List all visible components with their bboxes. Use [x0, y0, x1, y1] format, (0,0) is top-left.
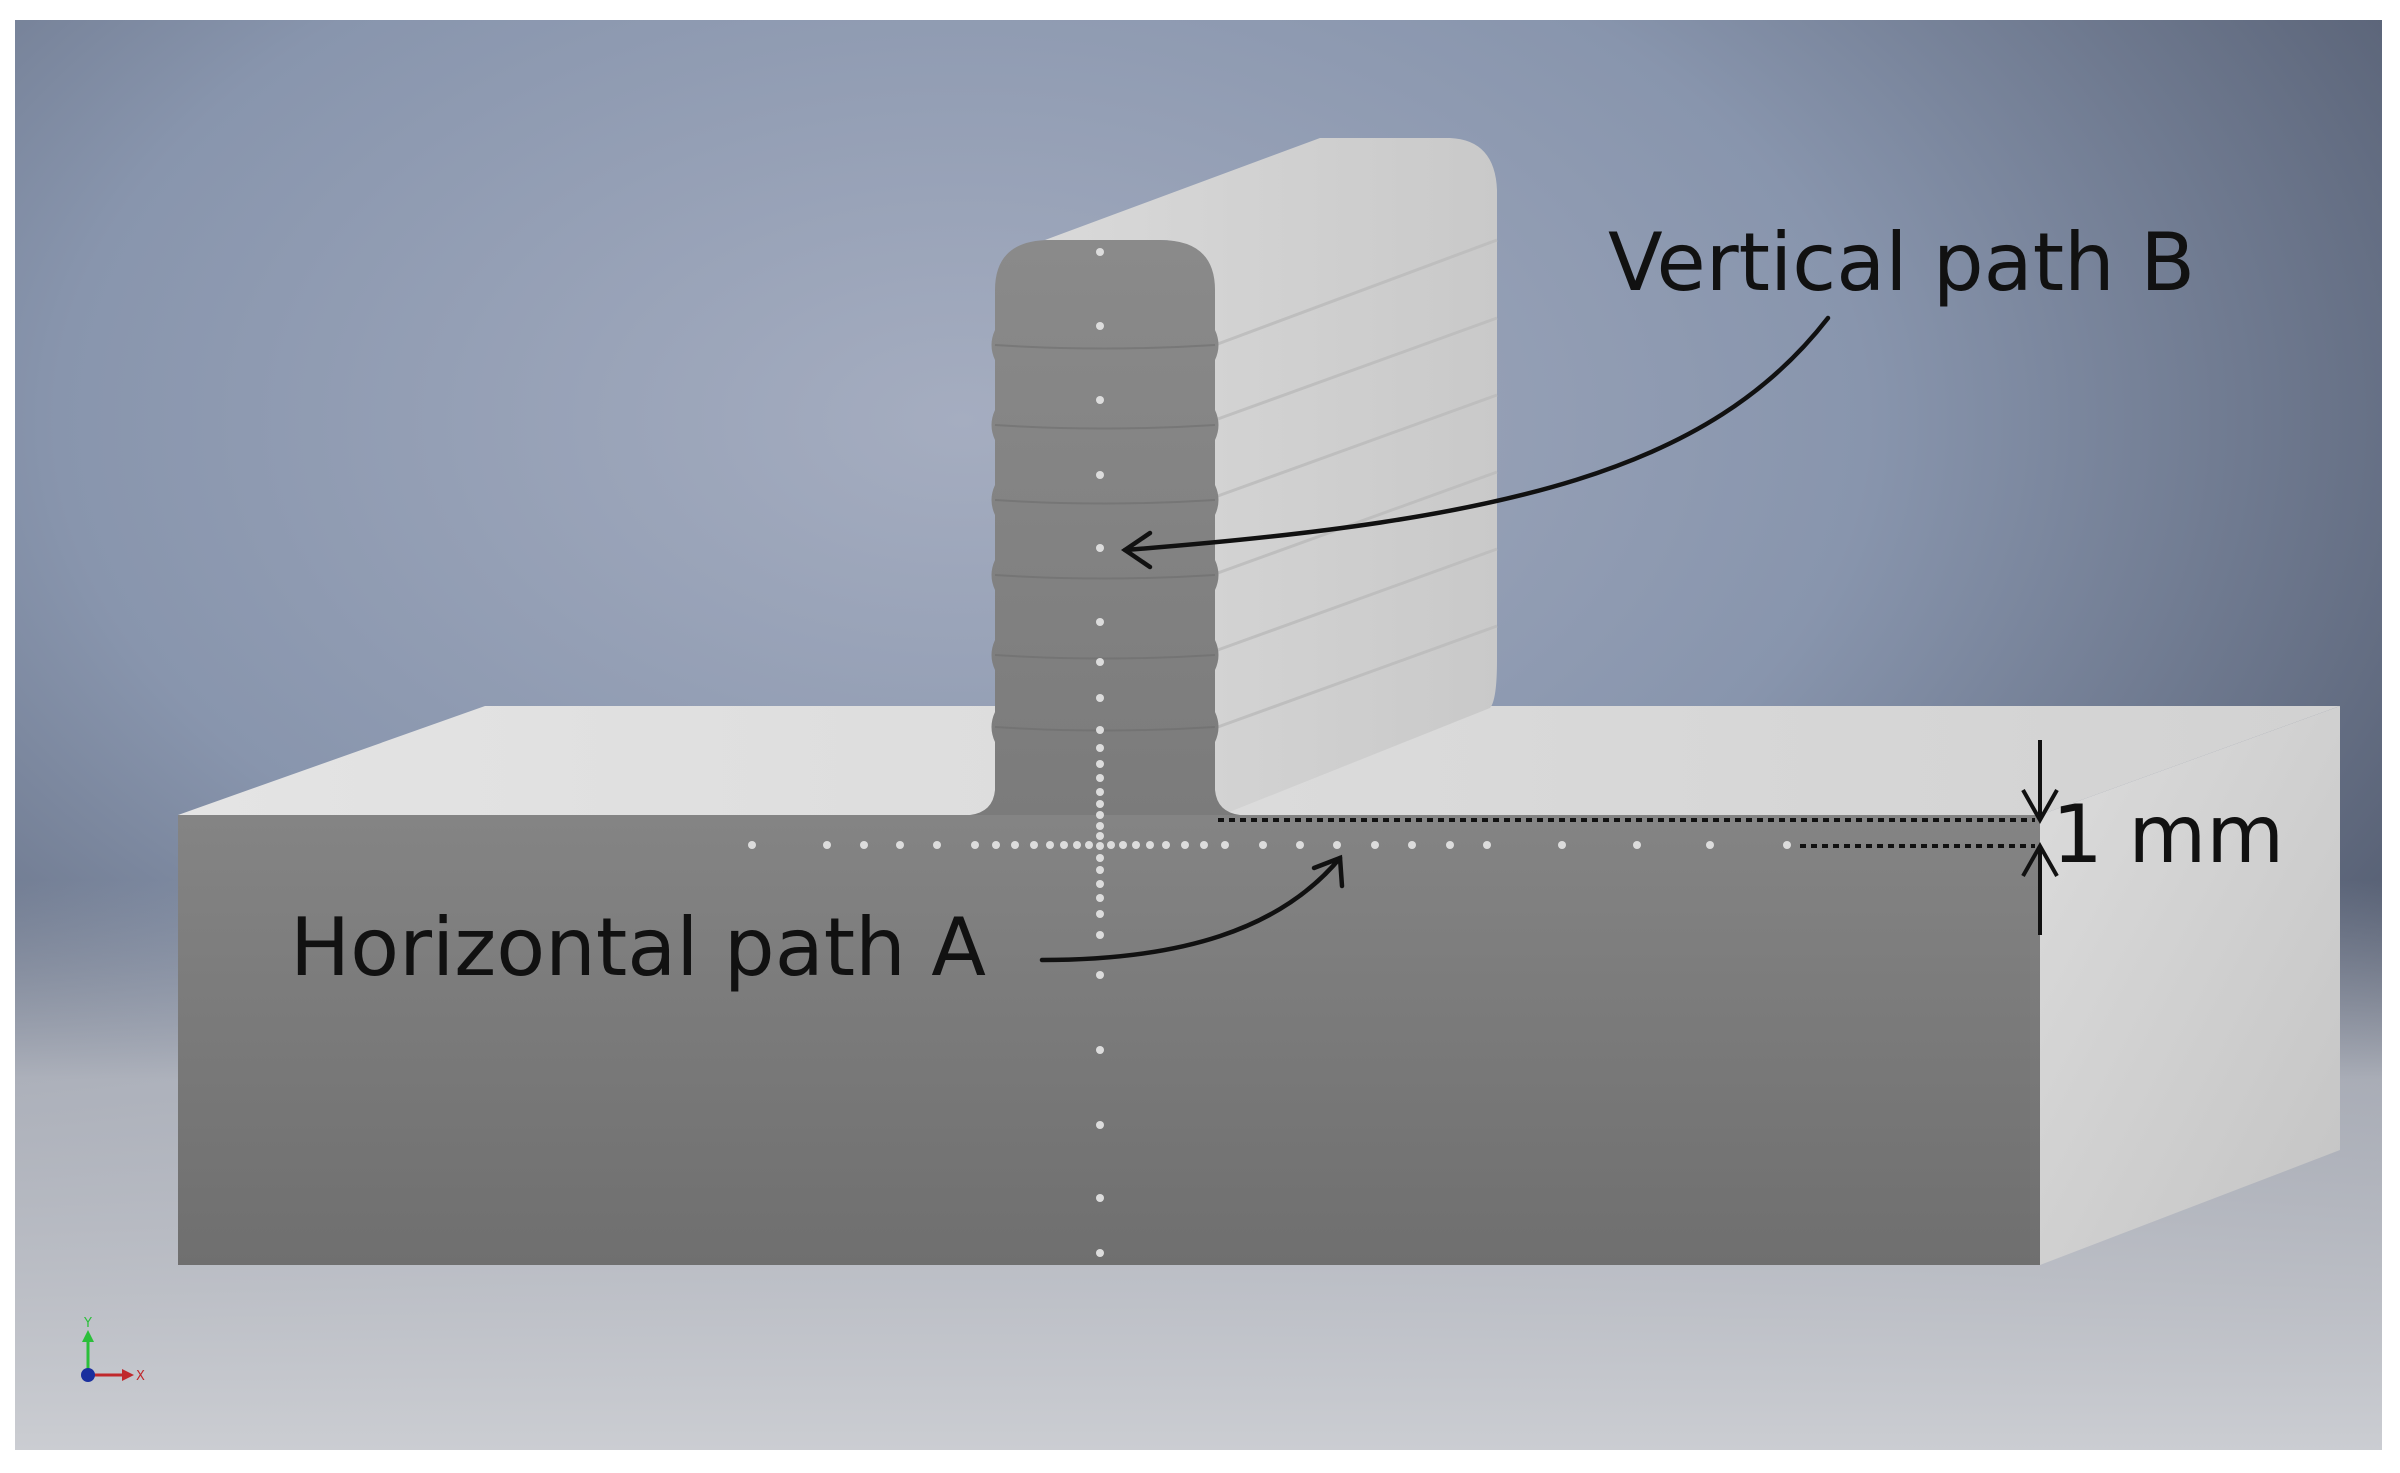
triad-origin-icon [81, 1368, 95, 1382]
vertical-path-points [1096, 248, 1104, 1257]
horizontal-path-points [748, 841, 1791, 849]
vertical-path-leader [1122, 315, 1831, 553]
dimension-annotation [1218, 740, 2059, 935]
wall-cross-section [970, 240, 1240, 815]
coordinate-triad: Y X [81, 1316, 145, 1384]
substrate-right-face [2040, 706, 2340, 1265]
substrate-front-face [178, 815, 2040, 1265]
triad-y-label: Y [83, 1316, 92, 1331]
triad-x-label: X [136, 1369, 145, 1384]
horizontal-path-arrowhead [1311, 854, 1345, 889]
vertical-path-arrowhead [1120, 530, 1153, 570]
deposited-wall [970, 138, 1498, 815]
dimension-arrow-up [2021, 841, 2059, 877]
vertical-path-label: Vertical path B [1608, 216, 2195, 309]
wall-bead-ridges [1214, 238, 1498, 730]
dimension-arrow-down [2021, 789, 2059, 825]
callout-arrows [1039, 315, 1831, 963]
wall-bead-seams [994, 344, 1216, 732]
horizontal-path-leader [1039, 855, 1343, 963]
horizontal-path-label: Horizontal path A [290, 901, 986, 994]
dimension-label: 1 mm [2052, 788, 2284, 881]
